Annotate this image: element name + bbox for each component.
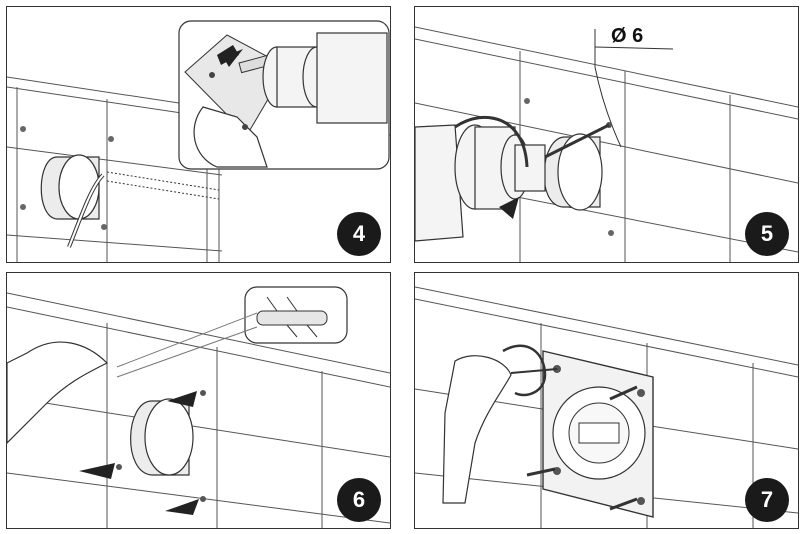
step-4-illustration	[7, 20, 390, 262]
fan-base-plate	[542, 350, 654, 518]
step-7-panel: 7	[414, 272, 799, 529]
step-number-badge: 7	[745, 478, 789, 522]
drill-diameter-label: Ø 6	[611, 25, 644, 47]
step-6-panel: 6	[6, 272, 391, 529]
step-number-badge: 6	[337, 478, 381, 522]
wall-plug	[256, 296, 328, 338]
step-7-illustration	[415, 286, 798, 528]
step-6-illustration	[7, 286, 390, 528]
step-number-badge: 4	[337, 212, 381, 256]
step-4-panel: 4	[6, 6, 391, 263]
step-5-panel: Ø 6 5	[414, 6, 799, 263]
step-number-badge: 5	[745, 212, 789, 256]
step-5-illustration	[415, 26, 798, 262]
